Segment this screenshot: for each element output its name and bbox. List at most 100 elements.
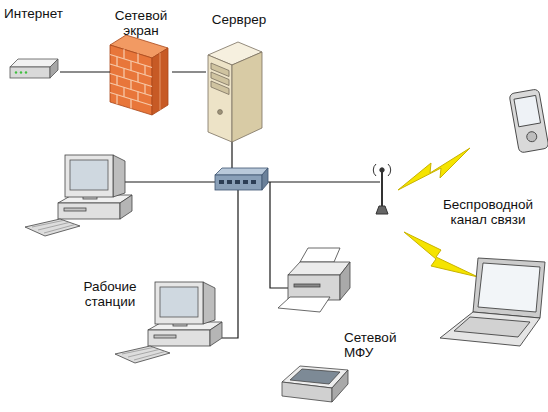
scanner-side <box>332 370 348 402</box>
wall-front <box>110 45 152 115</box>
modem-side <box>50 59 58 78</box>
laptop-icon <box>440 258 545 346</box>
server-icon <box>208 42 262 142</box>
modem-front <box>10 67 50 78</box>
system-unit-side <box>210 322 222 346</box>
device-name: Интернет <box>4 6 60 21</box>
laptop-base <box>440 312 540 346</box>
server-front <box>208 55 232 142</box>
signal-arc <box>373 164 376 176</box>
device-name: Сетевой МФУ <box>344 330 402 360</box>
mortar-line <box>144 84 145 94</box>
system-unit-side <box>120 195 132 219</box>
device-name: Серврер <box>206 12 272 27</box>
drive-bay <box>211 81 229 95</box>
switch-front <box>215 175 262 190</box>
output-paper <box>278 297 330 312</box>
system-unit-front <box>58 203 120 219</box>
keyboard <box>25 219 80 236</box>
laptop-lid <box>473 258 545 318</box>
access-point-icon <box>373 164 390 214</box>
mortar-line <box>130 80 131 90</box>
monitor-bezel <box>155 282 203 324</box>
mortar-line <box>116 57 117 66</box>
laptop-keyboard <box>454 317 530 337</box>
mortar-line <box>144 65 145 75</box>
firewall-node: Сетевой экран <box>110 6 172 118</box>
paper-sheet <box>300 248 340 262</box>
paper-slot <box>294 284 320 287</box>
switch-port <box>227 180 232 184</box>
monitor-screen <box>160 287 198 317</box>
mortar-line <box>130 99 131 109</box>
wireless-bolt <box>398 148 470 190</box>
key-row <box>44 225 75 234</box>
wireless-label: Беспроводной канал связи <box>430 197 546 227</box>
pda-screen <box>514 95 541 126</box>
switch-side <box>262 168 268 190</box>
pda-body <box>509 89 548 153</box>
switch-port <box>219 180 224 184</box>
mortar-line <box>137 92 138 102</box>
workstation-wire <box>222 190 238 338</box>
modem-led <box>20 71 22 73</box>
network-link <box>172 71 206 72</box>
printer-icon <box>278 248 350 312</box>
key-row <box>122 348 153 355</box>
system-unit-front <box>148 330 210 346</box>
pda-icon <box>509 89 548 153</box>
device-caption: Интернет <box>4 6 60 21</box>
workstation-wire <box>125 181 215 182</box>
mortar-line <box>130 61 131 71</box>
monitor-bezel <box>65 155 113 197</box>
key-row <box>38 223 69 231</box>
wireless-bolt <box>404 232 478 277</box>
switch-top <box>215 168 268 175</box>
printer-top <box>288 262 350 275</box>
monitor-screen <box>70 160 108 190</box>
mortar-line <box>123 68 124 78</box>
monitor-side <box>203 282 215 324</box>
monitor-side <box>113 155 125 197</box>
firewall-icon <box>110 35 168 115</box>
mortar-line <box>116 95 117 105</box>
switch-port <box>235 180 240 184</box>
key-row <box>32 221 63 228</box>
mfp-node: Сетевой МФУ <box>276 248 400 408</box>
antenna-base <box>376 206 388 214</box>
device-name: Сетевой экран <box>110 8 172 38</box>
server-node: Серврер <box>206 8 272 144</box>
key-row <box>128 350 159 358</box>
modem-icon <box>10 59 58 78</box>
printer-front <box>288 275 340 300</box>
switch-port <box>243 180 248 184</box>
drive-slot <box>154 335 176 338</box>
brick-mortar <box>110 49 160 110</box>
mortar-line <box>123 87 124 97</box>
switch-port <box>251 180 256 184</box>
signal-arc <box>388 164 391 176</box>
scanner-glass <box>290 369 340 384</box>
switch-icon <box>215 168 268 190</box>
antenna-tip <box>380 168 384 172</box>
pda-button <box>526 131 538 143</box>
mortar-line <box>159 53 160 110</box>
mortar-line <box>137 54 138 64</box>
printer-wire <box>270 182 288 288</box>
mortar-line <box>137 73 138 83</box>
server-wire <box>231 142 232 170</box>
mortar-line <box>116 76 117 86</box>
antenna-pole <box>381 172 383 208</box>
printer-side <box>340 262 350 300</box>
keyboard <box>115 346 170 363</box>
internet-node: Интернет <box>4 6 60 86</box>
modem-led <box>25 71 27 73</box>
laptop-screen <box>478 263 540 312</box>
drive-slot <box>64 208 86 211</box>
wall-side <box>152 48 168 115</box>
key-row <box>134 352 165 361</box>
device-caption: Сетевой экран <box>110 8 172 38</box>
power-button <box>218 110 223 115</box>
